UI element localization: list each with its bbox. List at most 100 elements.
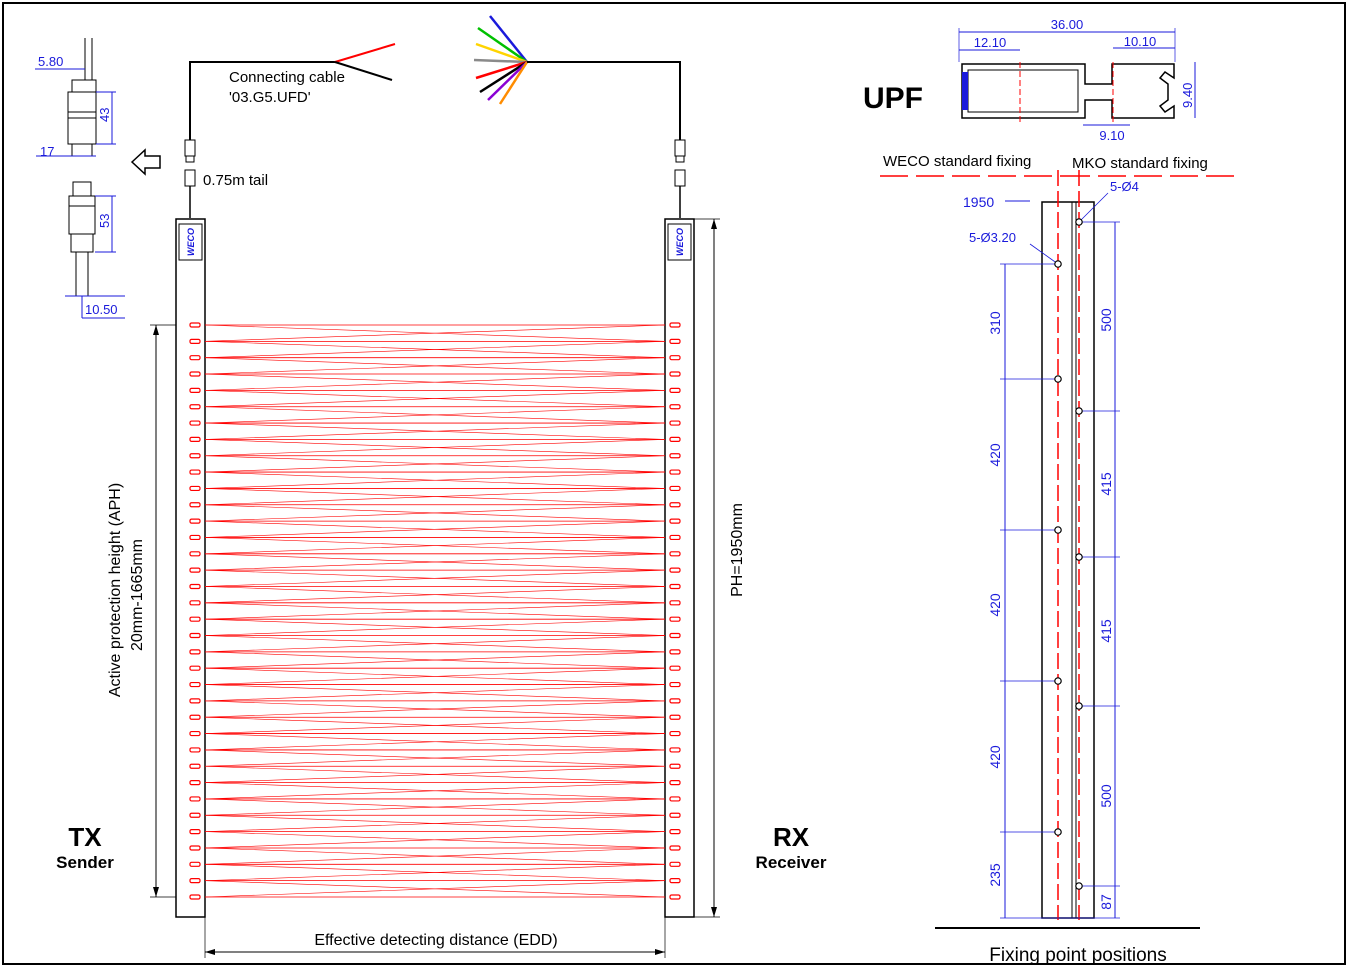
rx-receiver-element bbox=[669, 338, 681, 344]
beam-cross bbox=[204, 553, 666, 571]
wire-7 bbox=[487, 61, 528, 101]
beam-cross bbox=[204, 618, 666, 636]
rx-receiver-element bbox=[669, 502, 681, 508]
tx-emitter bbox=[189, 485, 201, 492]
rx-receiver-element bbox=[669, 518, 681, 524]
tx-emitter bbox=[189, 518, 201, 524]
upf-profile: UPF 36.00 12.10 10.10 9.40 9.10 bbox=[863, 17, 1196, 143]
weco-fixing-label: WECO standard fixing bbox=[883, 153, 1031, 170]
beam-cross bbox=[204, 520, 666, 538]
fixing-hole bbox=[1075, 553, 1083, 561]
beam-cross bbox=[204, 814, 666, 832]
rx-receiver-element bbox=[669, 355, 681, 361]
beam-cross bbox=[204, 765, 666, 783]
fixing-holes bbox=[1000, 218, 1120, 919]
wire-1 bbox=[489, 15, 528, 63]
dim-17: 17 bbox=[40, 144, 54, 159]
tx-subtitle: Sender bbox=[56, 853, 114, 872]
beam-cross bbox=[204, 880, 666, 898]
beam-cross bbox=[204, 324, 666, 342]
rx-receiver-element bbox=[669, 404, 681, 410]
rx-receiver-element bbox=[669, 436, 681, 442]
tx-emitter bbox=[189, 861, 201, 867]
rx-receiver-element bbox=[669, 878, 681, 884]
beam-cross bbox=[204, 422, 666, 440]
rx-brand-logo: WECO bbox=[675, 228, 685, 256]
beam-cross bbox=[204, 471, 666, 489]
beam-cross bbox=[204, 864, 666, 881]
fixing-hole bbox=[1075, 218, 1083, 226]
beam-cross bbox=[204, 390, 666, 408]
dim-9-10: 9.10 bbox=[1099, 128, 1124, 143]
beam-cross bbox=[204, 684, 666, 702]
tx-emitter bbox=[189, 796, 201, 802]
rx-receiver-element bbox=[669, 894, 681, 900]
wire-3 bbox=[475, 42, 528, 64]
rx-receiver-element bbox=[669, 551, 681, 557]
right-spacing-1: 500 bbox=[1098, 308, 1114, 332]
aph-dimension: Active protection height (APH) 20mm-1665… bbox=[107, 324, 176, 898]
edd-dimension: Effective detecting distance (EDD) bbox=[204, 917, 666, 958]
rx-receiver-element bbox=[669, 583, 681, 590]
dim-10-10: 10.10 bbox=[1124, 34, 1157, 49]
beam-cross bbox=[204, 798, 666, 816]
beam-cross bbox=[204, 455, 666, 473]
cable-label-2: '03.G5.UFD' bbox=[229, 89, 311, 106]
right-spacing-2: 415 bbox=[1098, 472, 1114, 496]
tx-emitter bbox=[189, 763, 201, 769]
rx-receiver-element bbox=[669, 763, 681, 769]
tail-label: 0.75m tail bbox=[203, 172, 268, 189]
ph-dimension: PH=1950mm bbox=[694, 218, 746, 918]
rx-receiver-element bbox=[669, 469, 681, 475]
connector-detail: 5.80 43 17 53 10.50 bbox=[35, 38, 161, 319]
wire-6 bbox=[479, 60, 528, 94]
dim-12-10: 12.10 bbox=[974, 35, 1007, 50]
tx-emitter bbox=[189, 894, 201, 900]
tx-emitter bbox=[189, 469, 201, 475]
dim-9-40: 9.40 bbox=[1180, 83, 1195, 108]
tx-emitter bbox=[189, 600, 201, 606]
beam-cross bbox=[204, 831, 666, 849]
beam-cross bbox=[204, 357, 666, 375]
rx-receiver-element bbox=[669, 567, 681, 573]
beam-cross bbox=[204, 635, 666, 653]
fixing-hole bbox=[1075, 407, 1083, 415]
fixing-hole bbox=[1054, 260, 1062, 268]
left-spacing-5: 235 bbox=[987, 863, 1003, 887]
rx-receiver-element bbox=[669, 747, 681, 753]
rx-receiver-element bbox=[669, 845, 681, 851]
fixing-positions: WECO standard fixing MKO standard fixing… bbox=[880, 153, 1242, 966]
rx-subtitle: Receiver bbox=[756, 853, 827, 872]
tx-emitter bbox=[189, 665, 201, 671]
beam-cross bbox=[204, 749, 666, 767]
rx-title: RX bbox=[773, 822, 810, 852]
left-spacing-3: 420 bbox=[987, 593, 1003, 617]
fixing-top-label: 1950 bbox=[963, 194, 994, 210]
tx-emitter bbox=[189, 338, 201, 344]
aph-range: 20mm-1665mm bbox=[129, 539, 146, 651]
tx-emitter bbox=[189, 322, 201, 328]
tx-emitter bbox=[189, 567, 201, 573]
rx-receiver-element bbox=[669, 665, 681, 671]
tx-emitter bbox=[189, 747, 201, 753]
beam-cross bbox=[204, 537, 666, 555]
tx-emitter bbox=[189, 779, 201, 786]
beam-cross bbox=[204, 406, 666, 424]
fixing-hole bbox=[1054, 526, 1062, 534]
beam-cross bbox=[204, 586, 666, 604]
beam-cross bbox=[204, 847, 666, 865]
beam-cross bbox=[204, 504, 666, 522]
left-spacing-4: 420 bbox=[987, 745, 1003, 769]
tx-emitter bbox=[189, 649, 201, 655]
arrow-left-icon bbox=[130, 148, 161, 176]
rx-receiver-element bbox=[669, 730, 681, 737]
tx-emitter bbox=[189, 845, 201, 851]
dim-36-00: 36.00 bbox=[1051, 17, 1084, 32]
right-spacing-3: 415 bbox=[1098, 619, 1114, 643]
beam-cross bbox=[204, 373, 666, 391]
tx-emitter bbox=[189, 878, 201, 884]
hole-small-label: 5-Ø3.20 bbox=[969, 230, 1016, 245]
profile-title: UPF bbox=[863, 82, 923, 115]
rx-receiver-element bbox=[669, 681, 681, 688]
